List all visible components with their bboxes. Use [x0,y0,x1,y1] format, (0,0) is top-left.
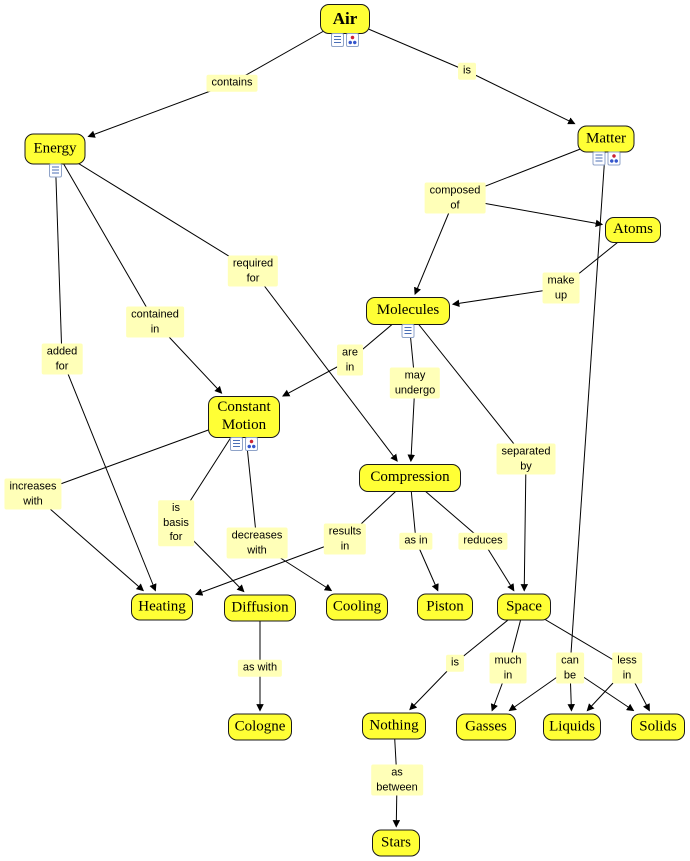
linking-phrase-increases-with[interactable]: increases with [4,478,62,510]
edge-line [194,538,346,596]
concept-cologne[interactable]: Cologne [228,713,292,741]
concept-label: Constant Motion [217,399,271,433]
linking-phrase-results-in[interactable]: results in [323,523,367,555]
concept-solids[interactable]: Solids [631,713,685,741]
resource-icon-group [48,163,62,178]
concept-label: Piston [426,598,464,615]
linking-phrase-much-in[interactable]: much in [489,652,527,684]
edge-line [252,270,398,462]
linking-phrase-is-top[interactable]: is [458,62,476,80]
cmap-resource-icon[interactable] [245,437,258,451]
concept-label: Matter [586,130,626,147]
concept-constant-motion[interactable]: Constant Motion [208,396,280,451]
linking-phrase-added-for[interactable]: added for [41,343,83,375]
edge-line [32,493,145,592]
concept-label: Heating [138,598,186,615]
text-resource-icon[interactable] [331,33,344,47]
concept-label: Nothing [369,717,419,734]
concept-matter[interactable]: Matter [577,125,635,166]
linking-phrase-required-for[interactable]: required for [227,255,279,287]
concept-label: Atoms [612,221,653,238]
linking-phrase-less-in[interactable]: less in [612,652,642,684]
edge-line [54,148,63,360]
concept-label: Stars [381,834,411,851]
concept-atoms[interactable]: Atoms [605,217,661,243]
linking-phrase-contained-in[interactable]: contained in [126,306,184,338]
concept-label: Gasses [465,718,507,735]
resource-icon-group [230,437,258,451]
edge-line [569,138,607,669]
concept-energy[interactable]: Energy [24,133,86,178]
concept-label: Liquids [549,718,595,735]
edge-line [520,458,529,592]
concept-label: Space [506,598,542,615]
concept-label: Solids [639,718,677,735]
concept-label: Cooling [332,598,382,615]
concept-label: Energy [33,140,77,157]
concept-air[interactable]: Air [320,4,370,47]
text-resource-icon[interactable] [592,151,605,166]
concept-cooling[interactable]: Cooling [326,593,388,621]
linking-phrase-make-up[interactable]: make up [542,272,580,304]
text-resource-icon[interactable] [230,437,243,451]
linking-phrase-can-be[interactable]: can be [556,652,584,684]
edge-line [466,70,576,125]
linking-phrase-are-in[interactable]: are in [337,344,363,376]
resource-icon-group [401,324,415,338]
edge-line [54,148,254,272]
linking-phrase-as-in[interactable]: as in [399,532,433,550]
linking-phrase-contains[interactable]: contains [206,74,258,92]
edge-line [54,148,156,323]
cmap-resource-icon[interactable] [607,151,620,166]
text-resource-icon[interactable] [48,163,62,178]
concept-space[interactable]: Space [497,593,551,621]
concept-stars[interactable]: Stars [372,829,420,857]
text-resource-icon[interactable] [401,324,415,338]
linking-phrase-may-undergo[interactable]: may undergo [389,367,441,399]
cmap-resource-icon[interactable] [346,33,359,47]
edge-line [407,310,527,460]
edge-line [61,358,157,592]
concept-label: Molecules [376,302,440,319]
concept-heating[interactable]: Heating [131,593,193,621]
concept-diffusion[interactable]: Diffusion [224,594,296,622]
edge-line [414,197,456,296]
linking-phrase-as-between[interactable]: as between [371,764,423,796]
linking-phrase-separated-by[interactable]: separated by [496,443,556,475]
concept-molecules[interactable]: Molecules [366,297,450,338]
linking-phrase-reduces[interactable]: reduces [458,532,508,550]
linking-phrase-composed-of[interactable]: composed of [424,182,486,214]
concept-nothing[interactable]: Nothing [362,712,426,740]
concept-label: Air [332,8,358,28]
resource-icon-group [331,33,359,47]
concept-compression[interactable]: Compression [359,464,461,492]
concept-label: Diffusion [231,599,289,616]
concept-piston[interactable]: Piston [417,593,473,621]
edge-line [87,82,233,138]
linking-phrase-is-basis-for[interactable]: is basis for [158,500,194,546]
linking-phrase-as-with[interactable]: as with [237,659,283,677]
resource-icon-group [592,151,620,166]
concept-liquids[interactable]: Liquids [543,713,601,741]
concept-label: Cologne [234,718,286,735]
concept-label: Compression [370,469,450,486]
concept-gasses[interactable]: Gasses [456,713,516,741]
linking-phrase-decreases-with[interactable]: decreases with [226,527,288,559]
linking-phrase-is-bottom[interactable]: is [446,654,464,672]
